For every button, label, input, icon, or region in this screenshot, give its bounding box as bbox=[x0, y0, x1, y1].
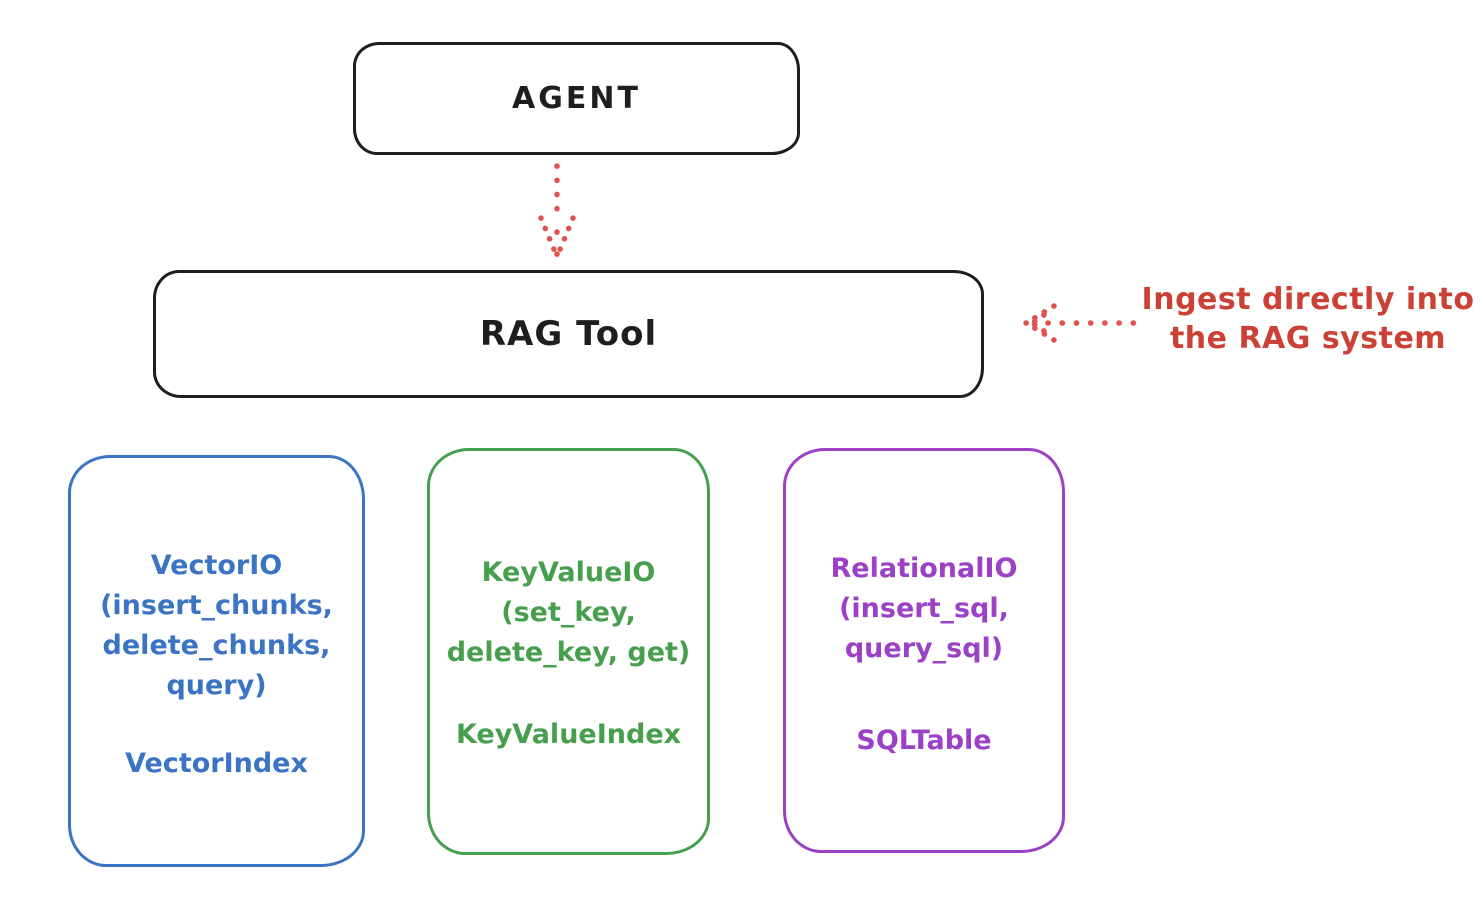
keyvalue-index-label: KeyValueIndex bbox=[455, 719, 682, 750]
vector-io-label: VectorIO (insert_chunks, delete_chunks, … bbox=[100, 550, 333, 701]
arrowhead-lower bbox=[1025, 321, 1057, 343]
relational-io-label: RelationalIO (insert_sql, query_sql) bbox=[830, 553, 1018, 664]
agent-to-ragtool-arrow bbox=[538, 163, 576, 258]
rag-tool-label: RAG Tool bbox=[479, 314, 658, 354]
agent-label: AGENT bbox=[512, 81, 641, 116]
vector-io-node: VectorIO (insert_chunks, delete_chunks, … bbox=[68, 455, 365, 867]
vector-index-label: VectorIndex bbox=[125, 748, 308, 779]
arrowhead-upper bbox=[1025, 303, 1057, 325]
keyvalue-io-label: KeyValueIO (set_key, delete_key, get) bbox=[446, 557, 691, 668]
arrowhead-inner-upper bbox=[1031, 312, 1047, 325]
rag-tool-node: RAG Tool bbox=[153, 270, 984, 398]
keyvalue-io-node: KeyValueIO (set_key, delete_key, get) Ke… bbox=[427, 448, 710, 855]
arrowhead-left bbox=[538, 215, 558, 255]
relational-index-label: SQLTable bbox=[856, 725, 992, 756]
ingest-arrow bbox=[1023, 303, 1139, 343]
arrowhead-inner-lower bbox=[1031, 321, 1047, 334]
relational-io-node: RelationalIO (insert_sql, query_sql) SQL… bbox=[783, 448, 1065, 853]
ingest-annotation: Ingest directly into the RAG system bbox=[1141, 282, 1475, 356]
arrowhead-right bbox=[556, 215, 576, 255]
agent-node: AGENT bbox=[353, 42, 800, 155]
